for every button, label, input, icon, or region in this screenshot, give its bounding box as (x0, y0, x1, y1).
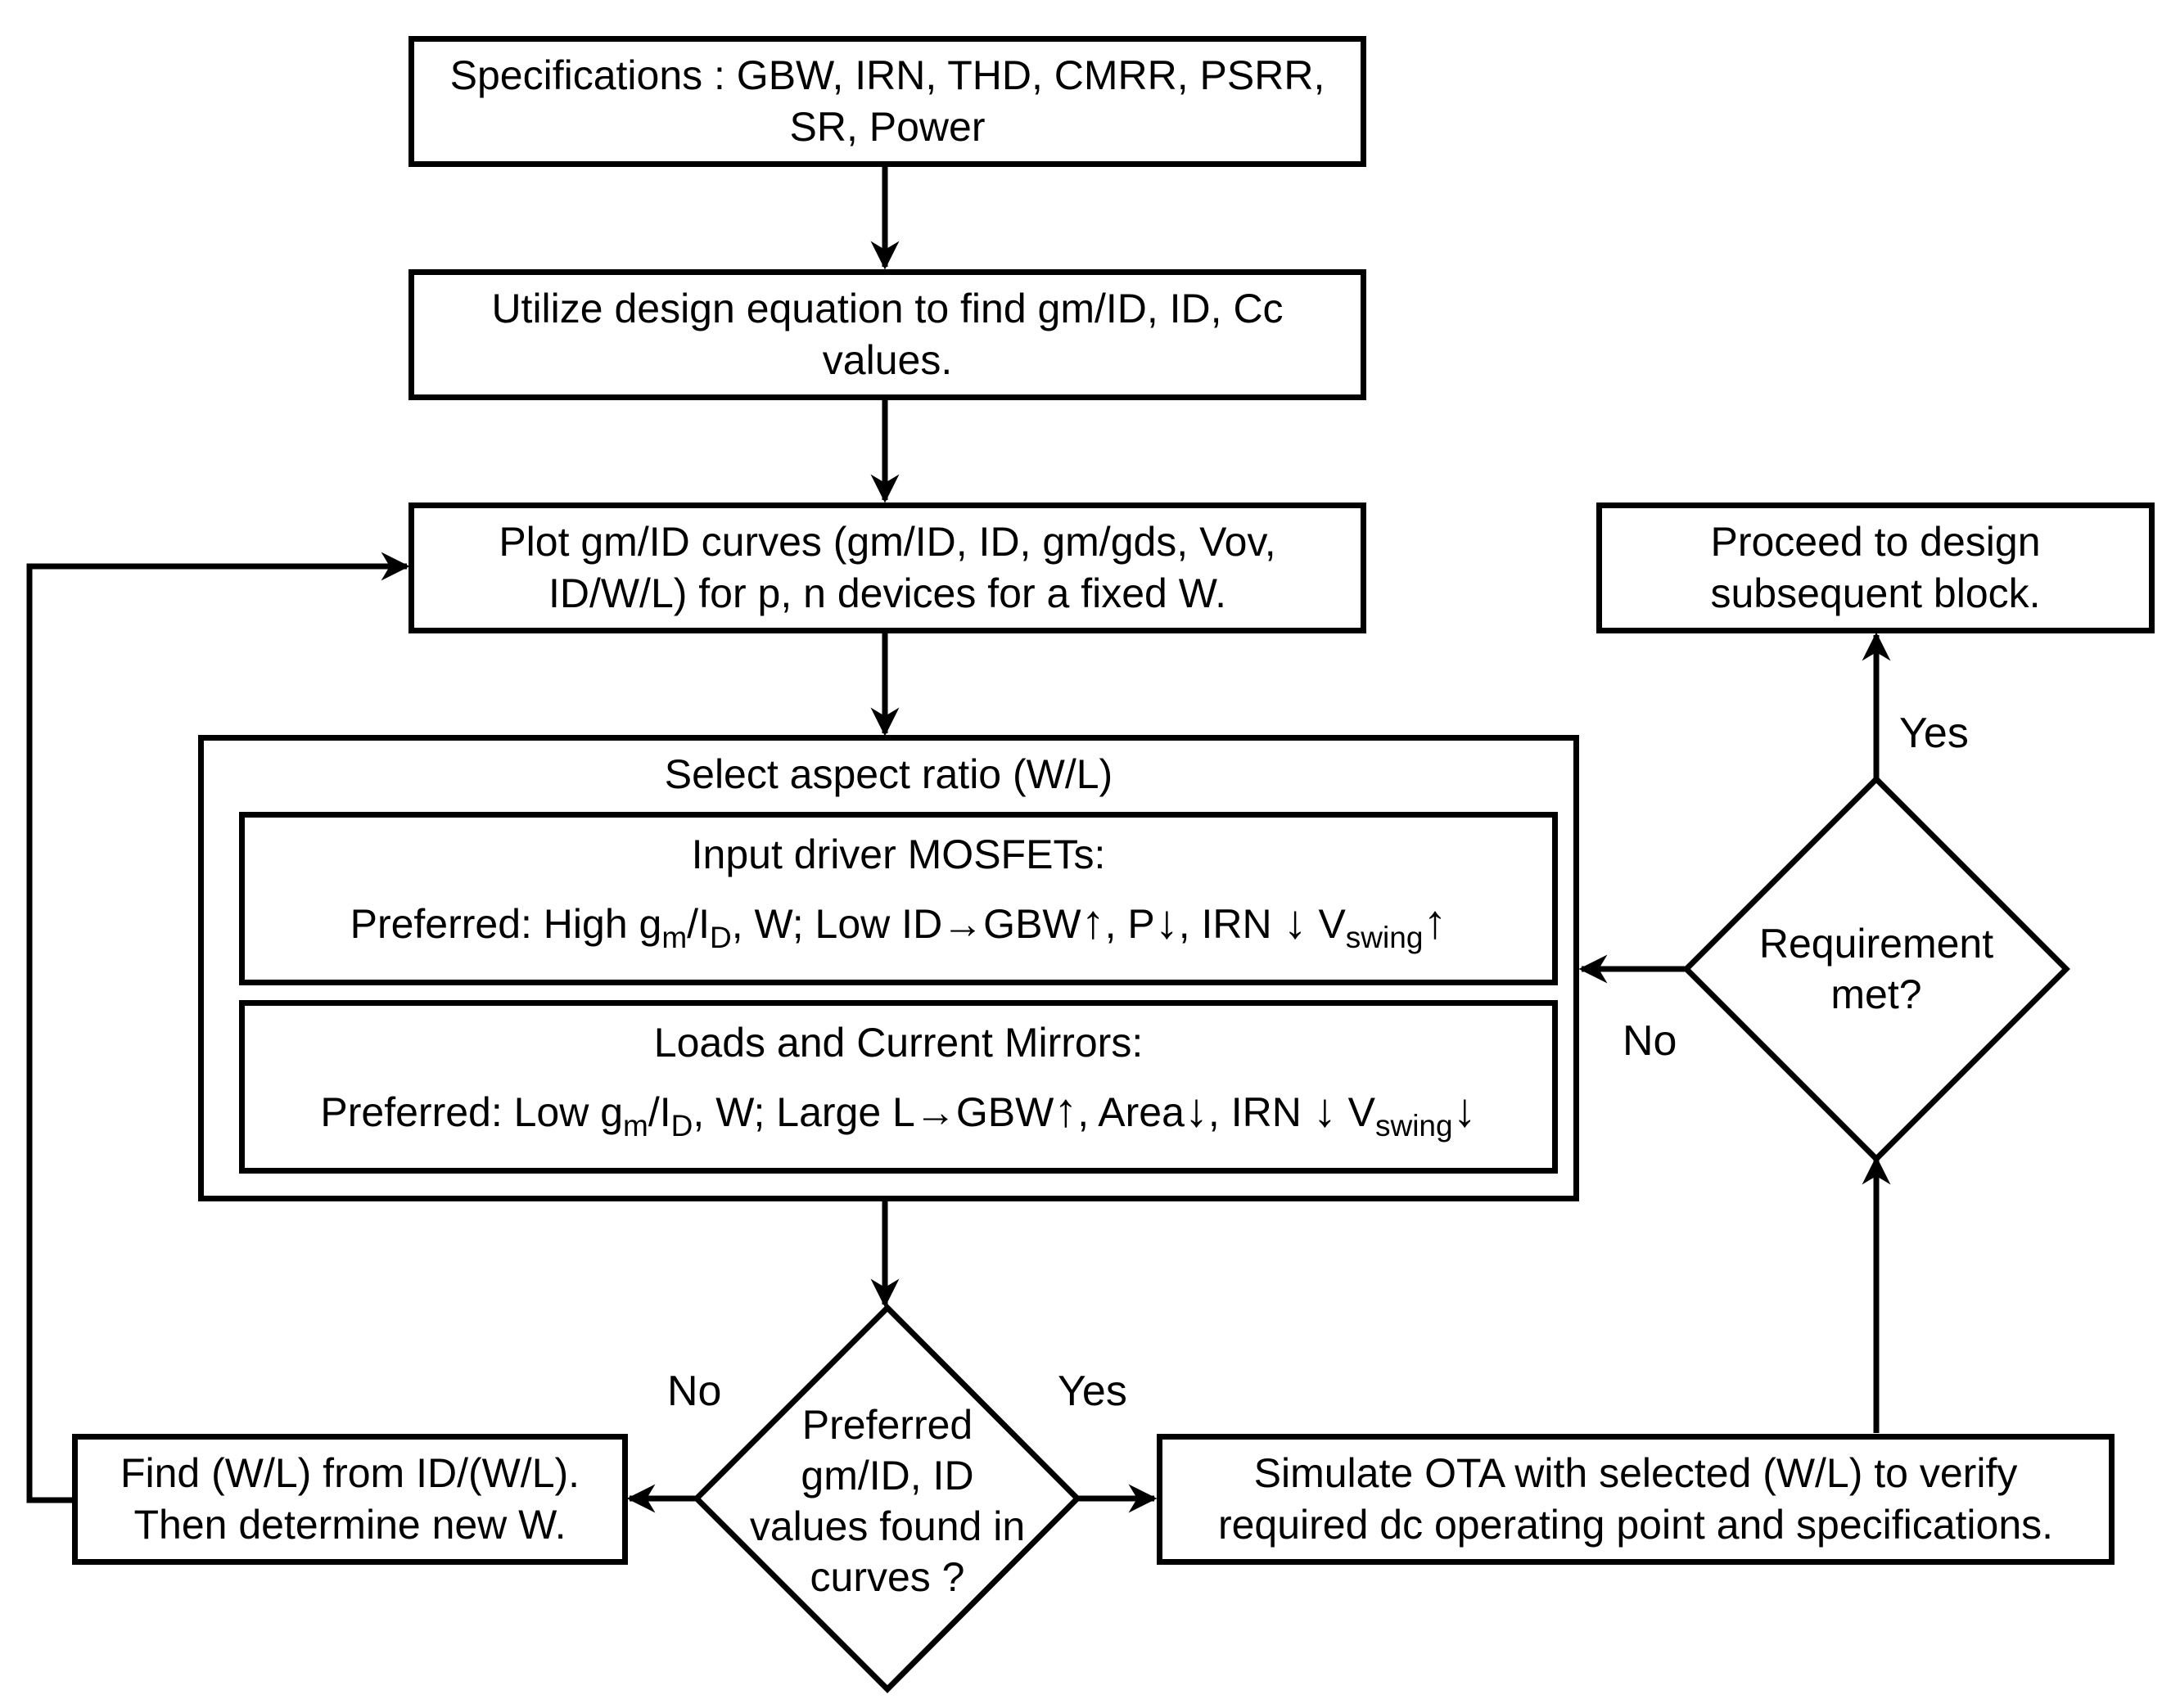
find-wl-line2: Then determine new W. (133, 1502, 566, 1548)
input-driver-preferences: Preferred: High gm/ID, W; Low ID→GBW↑, P… (245, 899, 1552, 962)
select-aspect-ratio-title: Select aspect ratio (W/L) (664, 751, 1113, 797)
loads-mirrors-sub-swing: swing (1374, 1109, 1453, 1142)
input-driver-gbw-up-arrow: ↑ (1081, 895, 1105, 949)
decision-requirement-line1: Requirement (1758, 921, 1994, 967)
edge-label-requirement-yes: Yes (1899, 710, 1969, 757)
input-driver-sub-d: D (709, 921, 732, 954)
decision-curves-diamond (693, 1304, 1081, 1693)
input-driver-vswing-up-arrow: ↑ (1423, 895, 1447, 949)
loads-mirrors-pref-f: V (1336, 1089, 1375, 1135)
proceed-box: Proceed to design subsequent block. (1596, 502, 2155, 633)
arrow-find-to-plot (26, 552, 410, 1503)
input-driver-irn-down-arrow: ↓ (1283, 895, 1307, 949)
plot-curves-line2: ID/W/L) for p, n devices for a fixed W. (548, 570, 1227, 616)
input-driver-pref-d: , P (1104, 901, 1155, 947)
input-driver-sub-swing: swing (1345, 921, 1424, 954)
input-driver-pref-b: /I (687, 901, 710, 947)
design-equation-box: Utilize design equation to find gm/ID, I… (408, 269, 1366, 400)
select-aspect-ratio-box: Select aspect ratio (W/L) Input driver M… (198, 735, 1579, 1201)
loads-mirrors-pref-a: Preferred: Low g (320, 1089, 624, 1135)
loads-mirrors-pref-d: , Area (1077, 1089, 1185, 1135)
input-driver-pref-f: V (1307, 901, 1346, 947)
edge-label-requirement-no: No (1623, 1017, 1677, 1065)
decision-curves-label: Preferred gm/ID, ID values found in curv… (724, 1399, 1051, 1602)
decision-curves-line3: values found in (749, 1503, 1026, 1549)
input-driver-pref-e: , IRN (1178, 901, 1284, 947)
input-driver-sub-m: m (661, 921, 688, 954)
loads-mirrors-gbw-up-arrow: ↑ (1054, 1084, 1078, 1137)
loads-mirrors-sub-m: m (623, 1109, 648, 1142)
input-driver-power-down-arrow: ↓ (1154, 895, 1179, 949)
input-driver-heading: Input driver MOSFETs: (691, 831, 1106, 877)
find-wl-line1: Find (W/L) from ID/(W/L). (120, 1450, 580, 1496)
design-equation-line2: values. (822, 337, 953, 383)
decision-curves-line2: gm/ID, ID (801, 1453, 974, 1498)
decision-requirement-line2: met? (1830, 971, 1922, 1017)
specifications-line2: SR, Power (789, 104, 986, 150)
plot-curves-box: Plot gm/ID curves (gm/ID, ID, gm/gds, Vo… (408, 502, 1366, 633)
plot-curves-line1: Plot gm/ID curves (gm/ID, ID, gm/gds, Vo… (499, 519, 1276, 565)
design-equation-line1: Utilize design equation to find gm/ID, I… (491, 286, 1284, 331)
loads-mirrors-preferences: Preferred: Low gm/ID, W; Large L→GBW↑, A… (245, 1087, 1552, 1151)
decision-curves-line4: curves ? (810, 1554, 965, 1600)
input-driver-box: Input driver MOSFETs: Preferred: High gm… (239, 812, 1558, 985)
loads-mirrors-heading: Loads and Current Mirrors: (653, 1020, 1144, 1066)
decision-requirement-diamond (1682, 775, 2070, 1163)
proceed-line2: subsequent block. (1710, 570, 2041, 616)
proceed-line1: Proceed to design (1710, 519, 2041, 565)
loads-mirrors-irn-down-arrow: ↓ (1312, 1084, 1337, 1137)
loads-mirrors-pref-e: , IRN (1207, 1089, 1313, 1135)
loads-mirrors-pref-b: /I (648, 1089, 671, 1135)
simulate-ota-line2: required dc operating point and specific… (1217, 1502, 2054, 1548)
loads-mirrors-box: Loads and Current Mirrors: Preferred: Lo… (239, 1000, 1558, 1174)
simulate-ota-line1: Simulate OTA with selected (W/L) to veri… (1253, 1450, 2018, 1496)
specifications-box: Specifications : GBW, IRN, THD, CMRR, PS… (408, 36, 1366, 167)
find-wl-box: Find (W/L) from ID/(W/L). Then determine… (72, 1434, 628, 1565)
loads-mirrors-sub-d: D (670, 1109, 693, 1142)
input-driver-pref-c: , W; Low ID→GBW (731, 901, 1081, 947)
edge-label-curves-yes: Yes (1058, 1368, 1127, 1415)
loads-mirrors-area-down-arrow: ↓ (1184, 1084, 1208, 1137)
loads-mirrors-pref-c: , W; Large L→GBW (693, 1089, 1054, 1135)
specifications-line1: Specifications : GBW, IRN, THD, CMRR, PS… (449, 52, 1325, 98)
input-driver-pref-a: Preferred: High g (350, 901, 662, 947)
decision-requirement-label: Requirement met? (1713, 918, 2040, 1020)
simulate-ota-box: Simulate OTA with selected (W/L) to veri… (1157, 1434, 2115, 1565)
decision-curves-line1: Preferred (801, 1402, 973, 1448)
loads-mirrors-vswing-down-arrow: ↓ (1452, 1084, 1477, 1137)
edge-label-curves-no: No (667, 1368, 722, 1415)
